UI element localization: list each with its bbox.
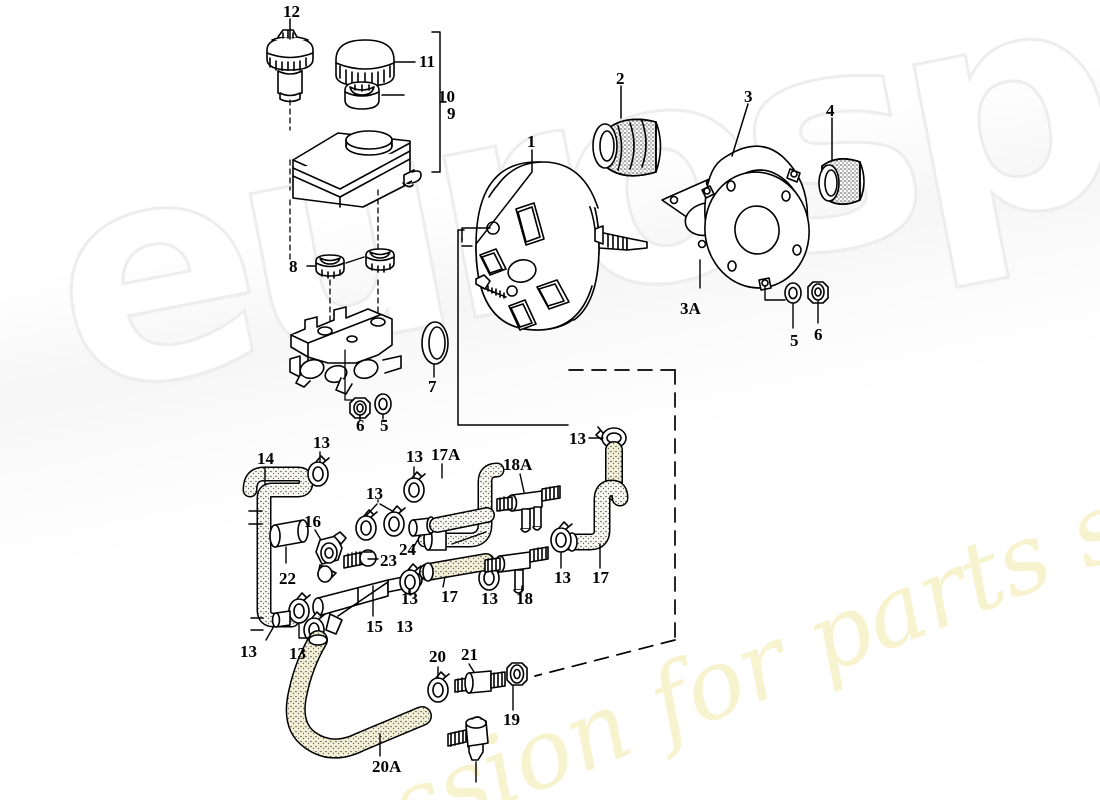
leader-17-mid <box>442 576 446 588</box>
callout-21: 19 <box>503 710 520 729</box>
part-13-hose-clamp-right <box>550 521 573 553</box>
part-7-o-ring <box>421 321 449 378</box>
part-14-vacuum-hose <box>242 466 314 631</box>
callout-11: 11 <box>419 52 436 71</box>
leader-13-pair <box>365 499 395 517</box>
part-12-reservoir-cap-with-sensor <box>266 18 314 103</box>
part-3-mounting-bracket <box>701 145 810 291</box>
part-22-sleeve <box>269 519 309 564</box>
part-8-grommet-right <box>365 248 395 273</box>
part-10-cap-seal <box>344 81 405 110</box>
extra-leaders <box>451 531 487 545</box>
part-20-check-valve <box>454 670 506 694</box>
callout-1: 1 <box>527 132 536 151</box>
part-master-cylinder <box>289 306 402 395</box>
callout-4: 4 <box>826 101 835 120</box>
part-5-washer-right <box>784 282 802 304</box>
callout-23: 23 <box>380 551 397 570</box>
part-5-washer-lower <box>374 393 392 415</box>
part-17-hose-segment-mid <box>419 553 495 582</box>
callout-24a: 13 <box>240 642 257 661</box>
callout-6-bottom: 6 <box>356 416 365 435</box>
part-16-elbow-connector <box>315 531 347 583</box>
leader-5-6-lower <box>359 414 384 421</box>
callout-18: 18 <box>516 589 533 608</box>
part-13-hose-clamp-pair <box>355 505 406 541</box>
dashed-group-bracket-upper <box>461 238 473 247</box>
callout-13-b: 13 <box>406 447 423 466</box>
callout-7: 7 <box>428 377 437 396</box>
callout-5-top: 5 <box>790 331 799 350</box>
part-18a-t-connector <box>496 485 561 533</box>
callout-13-j: 20 <box>429 647 446 666</box>
part-18-t-connector <box>484 546 549 594</box>
part-2-push-rod-boot <box>592 118 662 177</box>
callout-17a: 17A <box>431 445 461 464</box>
part-8-grommet-left <box>315 254 345 279</box>
part-13-hose-clamp-b <box>403 471 426 503</box>
part-9-reservoir <box>292 130 422 208</box>
callout-19: 20A <box>372 757 402 776</box>
callout-18a: 18A <box>503 455 533 474</box>
callout-3: 3 <box>744 87 753 106</box>
callout-9: 9 <box>447 104 456 123</box>
part-17a-vacuum-hose <box>417 462 505 548</box>
callout-13-f: 13 <box>401 589 418 608</box>
callout-20: 21 <box>461 645 478 664</box>
bracket-9 <box>431 31 447 173</box>
leader-16 <box>314 529 322 541</box>
part-21-nut <box>506 662 528 686</box>
leader-24a <box>265 625 275 641</box>
callout-12: 12 <box>283 2 300 21</box>
part-1-brake-booster <box>475 161 648 331</box>
part-6-nut-right <box>807 281 829 304</box>
callout-13-c: 13 <box>569 429 586 448</box>
callout-2: 2 <box>616 69 625 88</box>
callout-leaders <box>475 85 833 245</box>
callout-24: 24 <box>399 540 416 559</box>
callout-22: 22 <box>279 569 296 588</box>
callout-17-b: 17 <box>592 568 609 587</box>
callout-14: 14 <box>257 449 274 468</box>
part-4-bush <box>818 158 865 205</box>
callout-13-g: 13 <box>481 589 498 608</box>
leader-20 <box>468 663 475 673</box>
leader-8 <box>306 256 365 267</box>
part-20a-fitting <box>447 716 489 761</box>
leader-5-6-right <box>764 285 819 329</box>
callout-13-e: 13 <box>554 568 571 587</box>
part-11-reservoir-cap <box>335 39 416 88</box>
group-bracket-booster <box>457 229 569 426</box>
callout-3a: 3A <box>680 299 701 318</box>
callout-17-c: 17 <box>441 587 458 606</box>
part-6-nut-lower <box>349 397 371 419</box>
leader-bracket-lower <box>344 349 354 401</box>
callout-6-top: 6 <box>814 325 823 344</box>
callout-16: 16 <box>304 512 321 531</box>
part-17-vacuum-hose-right <box>553 441 629 552</box>
callout-8: 8 <box>289 257 298 276</box>
callout-5-bottom: 5 <box>380 416 389 435</box>
dashed-bracket-right <box>534 369 676 677</box>
callout-15: 15 <box>366 617 383 636</box>
callout-13-a: 13 <box>313 433 330 452</box>
part-17-hose-segment-upper <box>429 507 495 533</box>
part-19-vacuum-hose <box>285 630 432 759</box>
callout-10: 10 <box>438 87 455 106</box>
leader-24 <box>411 535 421 553</box>
leader-18a <box>519 473 525 493</box>
callout-13-h: 13 <box>396 617 413 636</box>
part-24a-connector <box>271 610 291 628</box>
part-23-screw <box>343 549 377 569</box>
callout-13-d: 13 <box>366 484 383 503</box>
callout-13-i: 13 <box>289 644 306 663</box>
part-13-hose-clamp <box>307 455 330 487</box>
